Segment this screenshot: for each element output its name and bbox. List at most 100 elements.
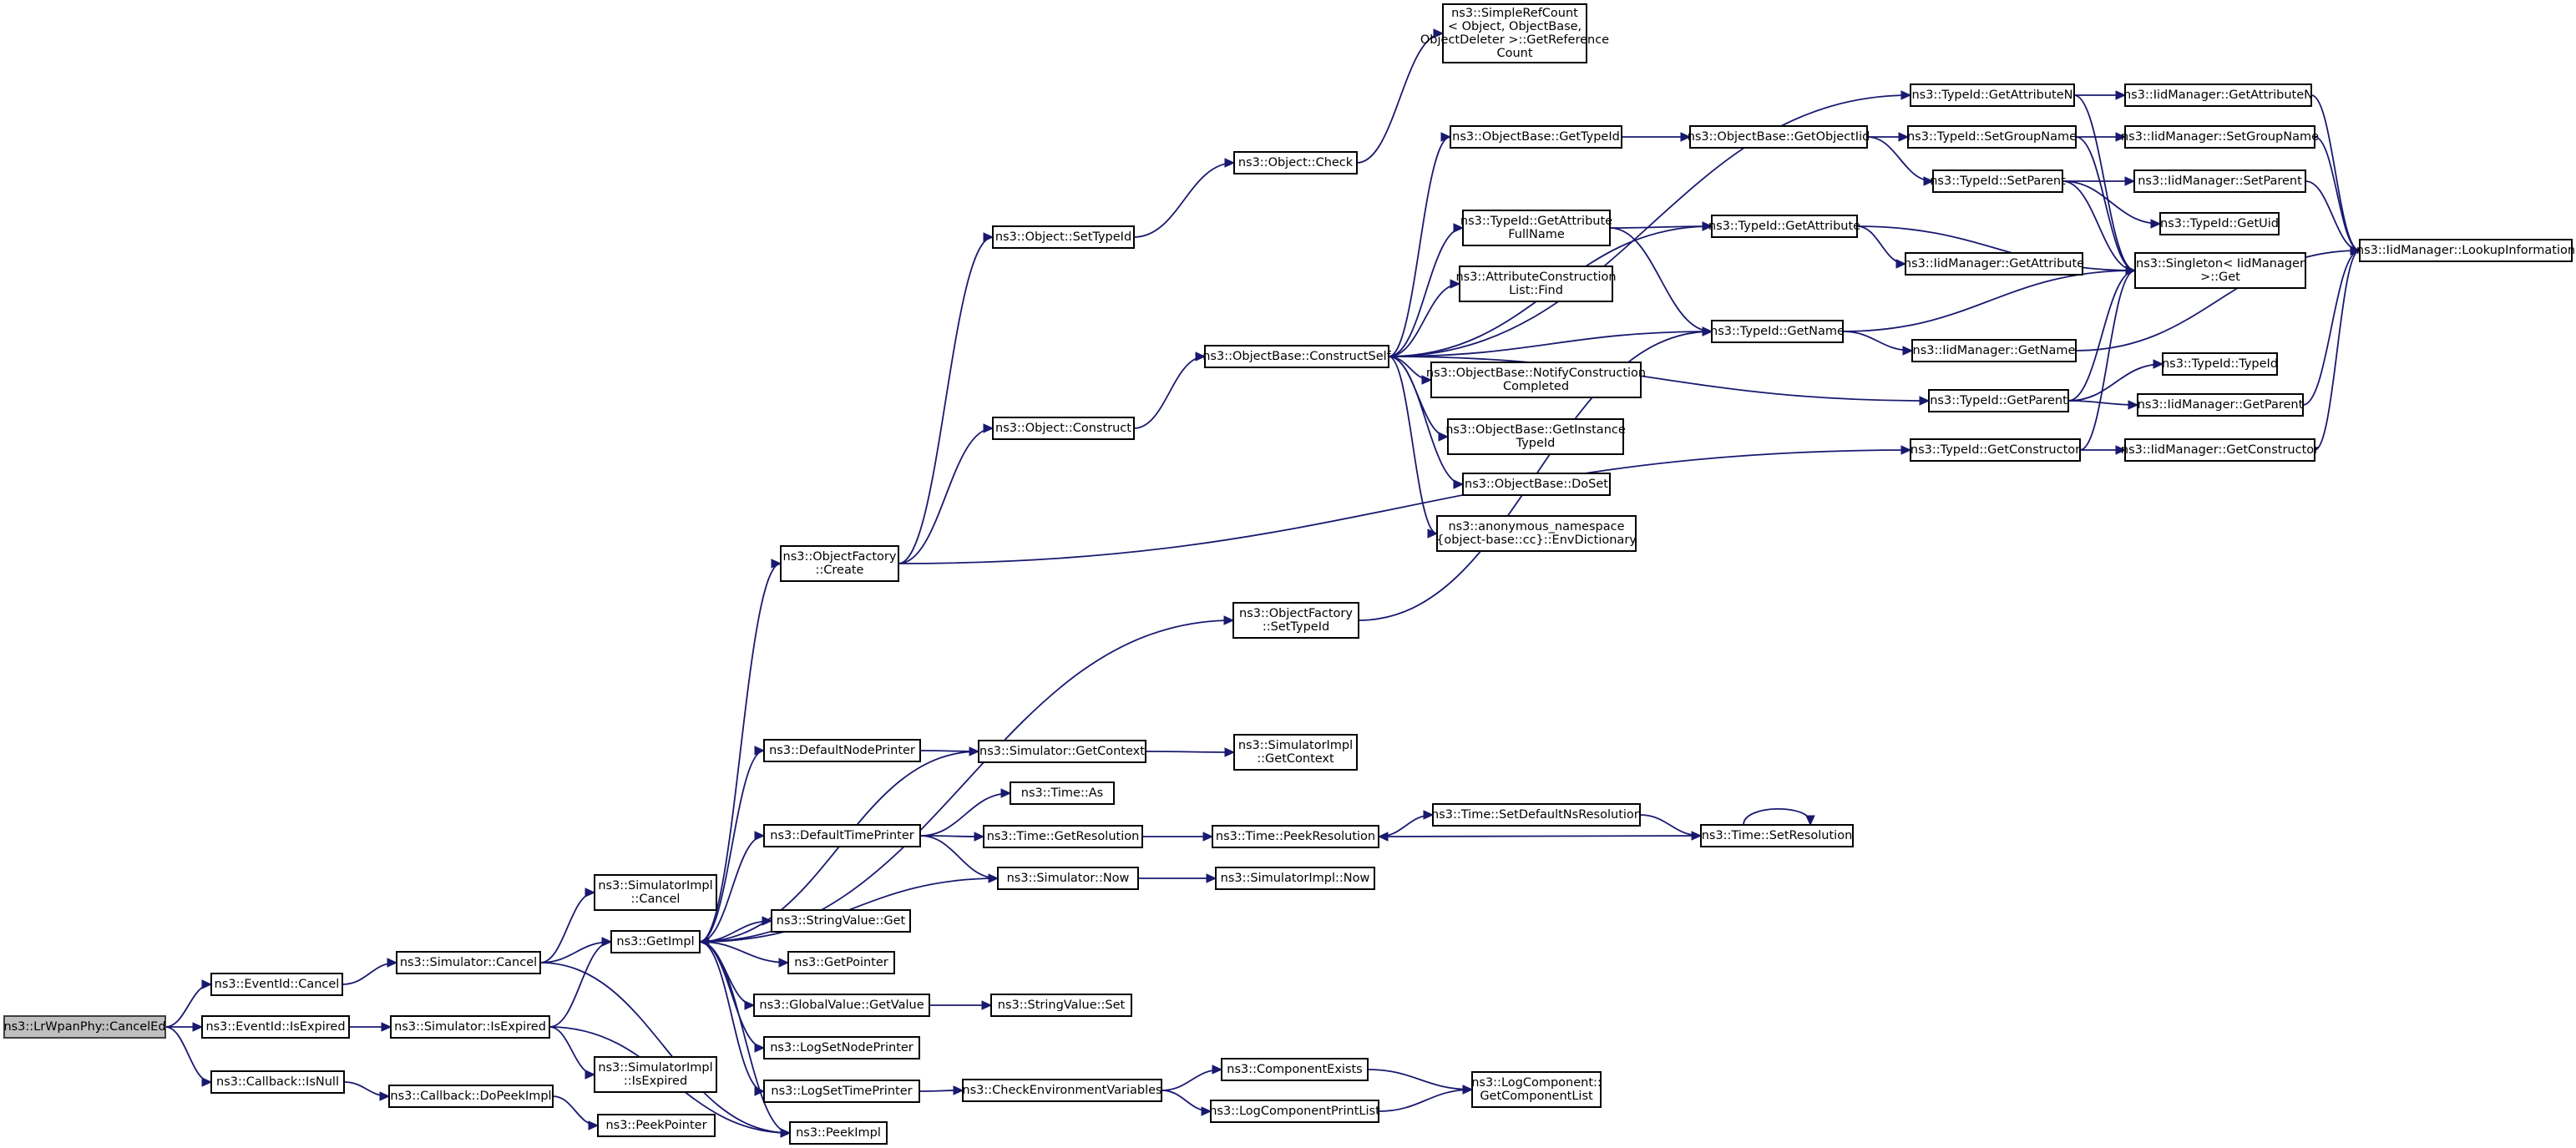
graph-node-logcomp-getcomplist[interactable]: ns3::LogComponent::GetComponentList bbox=[1471, 1071, 1602, 1108]
graph-node-eid-isexpired[interactable]: ns3::EventId::IsExpired bbox=[201, 1015, 350, 1039]
graph-node-typeid-getuid[interactable]: ns3::TypeId::GetUid bbox=[2159, 212, 2280, 235]
graph-node-cb-dopeek[interactable]: ns3::Callback::DoPeekImpl bbox=[388, 1085, 554, 1108]
graph-node-iidmgr-getname[interactable]: ns3::IidManager::GetName bbox=[1911, 339, 2077, 362]
arrowhead bbox=[1223, 615, 1235, 625]
graph-node-componentexists[interactable]: ns3::ComponentExists bbox=[1221, 1058, 1369, 1081]
graph-node-iidmgr-getconstructor[interactable]: ns3::IidManager::GetConstructor bbox=[2121, 438, 2319, 462]
graph-node-objbase-constructself[interactable]: ns3::ObjectBase::ConstructSelf bbox=[1202, 345, 1392, 368]
node-box bbox=[1711, 215, 1858, 238]
graph-node-checkenvvars[interactable]: ns3::CheckEnvironmentVariables bbox=[962, 1079, 1162, 1102]
graph-node-time-peekresolution[interactable]: ns3::Time::PeekResolution bbox=[1212, 825, 1379, 848]
graph-node-logsetnodeprinter[interactable]: ns3::LogSetNodePrinter bbox=[763, 1036, 920, 1059]
graph-node-singleton-get[interactable]: ns3::Singleton< IidManager >::Get bbox=[2134, 252, 2306, 289]
node-label: ns3::PeekPointer bbox=[605, 1119, 706, 1132]
node-box bbox=[763, 824, 921, 847]
graph-node-logsettimeprinter[interactable]: ns3::LogSetTimePrinter bbox=[763, 1080, 920, 1103]
node-box bbox=[594, 874, 717, 911]
graph-node-stringvalue-get[interactable]: ns3::StringValue::Get bbox=[771, 909, 911, 933]
edge-objfactory-create-to-typeid-getconstructor bbox=[898, 445, 1912, 564]
arrowhead bbox=[1450, 279, 1461, 289]
graph-node-iidmgr-getattributen[interactable]: ns3::IidManager::GetAttributeN bbox=[2123, 83, 2313, 107]
node-label: ns3::ObjectBase::ConstructSelf bbox=[1202, 350, 1391, 363]
graph-node-defnodeprinter[interactable]: ns3::DefaultNodePrinter bbox=[763, 739, 921, 762]
graph-node-typeid-getattribute[interactable]: ns3::TypeId::GetAttribute bbox=[1708, 215, 1860, 238]
graph-node-iidmgr-lookupinfo[interactable]: ns3::IidManager::LookupInformation bbox=[2356, 239, 2575, 262]
edge-root-to-eid-cancel bbox=[164, 979, 213, 1028]
graph-node-peekpointer[interactable]: ns3::PeekPointer bbox=[597, 1114, 716, 1137]
graph-node-iidmgr-setparent[interactable]: ns3::IidManager::SetParent bbox=[2133, 169, 2306, 193]
graph-node-objbase-notifyconstr[interactable]: ns3::ObjectBase::NotifyConstructionCompl… bbox=[1426, 362, 1646, 398]
graph-node-objbase-getobjectiid[interactable]: ns3::ObjectBase::GetObjectIid bbox=[1688, 125, 1870, 149]
edge-objbase-constructself-to-typeid-getparent bbox=[1388, 356, 1931, 406]
graph-node-simimpl-now[interactable]: ns3::SimulatorImpl::Now bbox=[1215, 867, 1375, 890]
node-box bbox=[1204, 345, 1389, 368]
graph-node-typeid-getname[interactable]: ns3::TypeId::GetName bbox=[1710, 320, 1845, 343]
graph-node-iidmgr-getattribute[interactable]: ns3::IidManager::GetAttribute bbox=[1904, 252, 2084, 276]
graph-node-typeid-getparent[interactable]: ns3::TypeId::GetParent bbox=[1928, 389, 2069, 412]
graph-node-objfactory-settypeid[interactable]: ns3::ObjectFactory::SetTypeId bbox=[1232, 602, 1359, 639]
edge-object-construct-to-objbase-constructself bbox=[1133, 351, 1207, 429]
graph-node-stringvalue-set[interactable]: ns3::StringValue::Set bbox=[990, 994, 1132, 1017]
graph-node-peekimpl[interactable]: ns3::PeekImpl bbox=[789, 1121, 888, 1145]
node-label: FullName bbox=[1508, 228, 1565, 241]
arrowhead bbox=[201, 979, 213, 989]
graph-node-simplerefcount[interactable]: ns3::SimpleRefCount< Object, ObjectBase,… bbox=[1420, 3, 1609, 63]
graph-node-simimpl-cancel[interactable]: ns3::SimulatorImpl::Cancel bbox=[594, 874, 717, 911]
graph-node-sim-isexpired[interactable]: ns3::Simulator::IsExpired bbox=[390, 1015, 550, 1039]
node-label: ns3::CheckEnvironmentVariables bbox=[962, 1084, 1161, 1097]
graph-node-object-check[interactable]: ns3::Object::Check bbox=[1233, 151, 1358, 174]
graph-node-eid-cancel[interactable]: ns3::EventId::Cancel bbox=[210, 973, 343, 996]
graph-node-object-settypeid[interactable]: ns3::Object::SetTypeId bbox=[992, 225, 1135, 249]
graph-node-time-setdefaultnsres[interactable]: ns3::Time::SetDefaultNsResolution bbox=[1431, 803, 1642, 827]
graph-node-typeid-getconstructor[interactable]: ns3::TypeId::GetConstructor bbox=[1910, 438, 2081, 462]
graph-node-getimpl[interactable]: ns3::GetImpl bbox=[610, 930, 701, 953]
graph-node-objbase-doset[interactable]: ns3::ObjectBase::DoSet bbox=[1462, 473, 1611, 496]
edge-eid-cancel-to-sim-cancel bbox=[342, 958, 398, 985]
node-label: TypeId bbox=[1516, 437, 1556, 450]
graph-node-sim-now[interactable]: ns3::Simulator::Now bbox=[997, 867, 1139, 890]
graph-node-root[interactable]: ns3::LrWpanPhy::CancelEd bbox=[3, 1015, 166, 1039]
graph-node-typeid-getattributen[interactable]: ns3::TypeId::GetAttributeN bbox=[1910, 83, 2075, 107]
node-box bbox=[2124, 438, 2315, 462]
graph-node-globalvalue-getvalue[interactable]: ns3::GlobalValue::GetValue bbox=[753, 994, 930, 1017]
graph-node-typeid-setparent[interactable]: ns3::TypeId::SetParent bbox=[1930, 169, 2066, 193]
graph-node-objbase-gettypeid[interactable]: ns3::ObjectBase::GetTypeId bbox=[1450, 125, 1622, 149]
graph-node-iidmgr-setgroupname[interactable]: ns3::IidManager::SetGroupName bbox=[2121, 125, 2319, 149]
edge-objbase-getobjectiid-to-typeid-setparent bbox=[1866, 136, 1935, 186]
node-label: ns3::ObjectBase::GetTypeId bbox=[1452, 130, 1620, 144]
node-box bbox=[210, 973, 343, 996]
node-label: ns3::Simulator::Cancel bbox=[400, 956, 537, 969]
graph-node-typeid-setgroupname[interactable]: ns3::TypeId::SetGroupName bbox=[1907, 125, 2077, 149]
node-label: ns3::anonymous_namespace bbox=[1448, 520, 1624, 534]
edge-time-getresolution-to-time-peekresolution bbox=[1141, 832, 1214, 842]
graph-node-objfactory-create[interactable]: ns3::ObjectFactory::Create bbox=[780, 545, 899, 582]
graph-node-iidmgr-getparent[interactable]: ns3::IidManager::GetParent bbox=[2137, 393, 2304, 417]
arrowhead bbox=[1902, 346, 1914, 356]
graph-node-simimpl-getcontext[interactable]: ns3::SimulatorImpl::GetContext bbox=[1233, 734, 1358, 771]
graph-node-anon-envdict[interactable]: ns3::anonymous_namespace{object-base::cc… bbox=[1436, 515, 1637, 552]
graph-node-time-getresolution[interactable]: ns3::Time::GetResolution bbox=[983, 825, 1143, 848]
node-label: ns3::GlobalValue::GetValue bbox=[759, 999, 924, 1012]
node-label: < Object, ObjectBase, bbox=[1448, 20, 1582, 33]
graph-node-sim-cancel[interactable]: ns3::Simulator::Cancel bbox=[396, 951, 541, 974]
node-box bbox=[763, 1080, 920, 1103]
node-box bbox=[201, 1015, 350, 1039]
node-box bbox=[990, 994, 1132, 1017]
graph-node-time-as[interactable]: ns3::Time::As bbox=[1010, 781, 1115, 805]
graph-node-deftimeprinter[interactable]: ns3::DefaultTimePrinter bbox=[763, 824, 921, 847]
graph-node-time-setresolution[interactable]: ns3::Time::SetResolution bbox=[1700, 824, 1854, 847]
node-label: ns3::TypeId::SetParent bbox=[1930, 174, 2066, 188]
graph-node-logcomponentprintlist[interactable]: ns3::LogComponentPrintList bbox=[1209, 1100, 1380, 1123]
graph-node-simimpl-isexpired[interactable]: ns3::SimulatorImpl::IsExpired bbox=[594, 1056, 717, 1093]
node-box bbox=[1210, 1100, 1379, 1123]
graph-node-typeid-typeid[interactable]: ns3::TypeId::TypeId bbox=[2162, 352, 2278, 376]
graph-node-getpointer[interactable]: ns3::GetPointer bbox=[787, 951, 895, 974]
graph-node-sim-getcontext[interactable]: ns3::Simulator::GetContext bbox=[978, 740, 1146, 763]
graph-node-object-construct[interactable]: ns3::Object::Construct bbox=[992, 417, 1135, 440]
node-box bbox=[594, 1056, 717, 1093]
graph-node-cb-isnull[interactable]: ns3::Callback::IsNull bbox=[210, 1070, 345, 1094]
node-label: ns3::LogComponentPrintList bbox=[1209, 1105, 1380, 1118]
